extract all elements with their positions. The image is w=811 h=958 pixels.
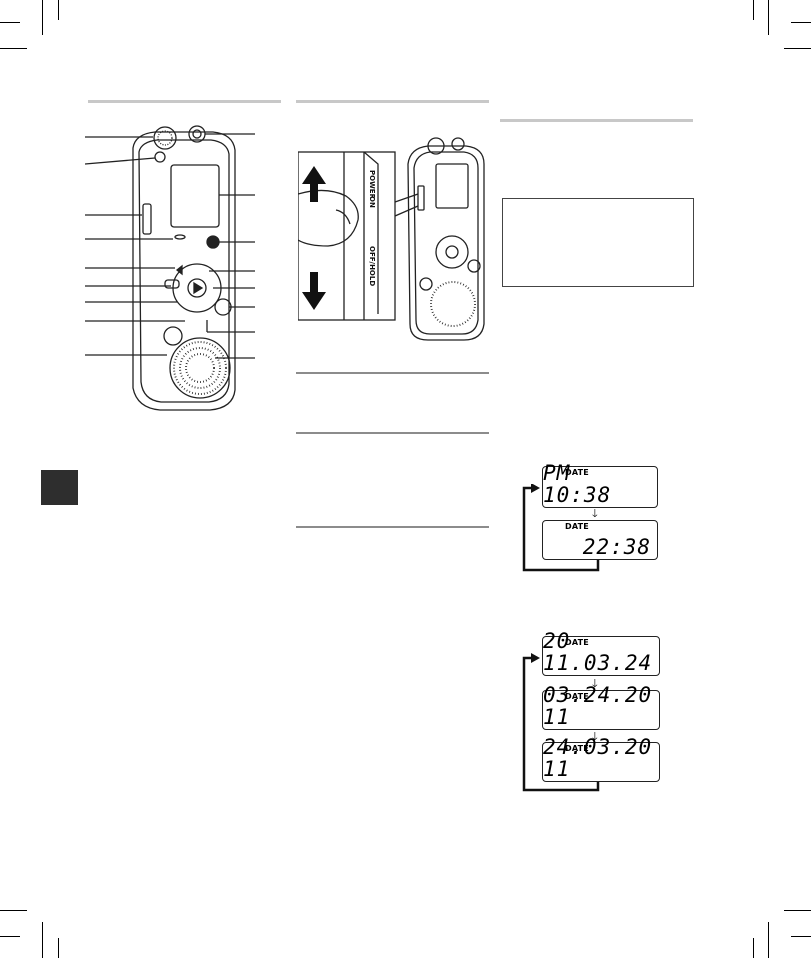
slider-off-hold-label: OFF/HOLD [368, 246, 376, 286]
divider-3 [296, 526, 489, 528]
clock-lcd-12h-value: PM 10:38 [543, 461, 612, 507]
clock-lcd-12h: DATE PM 10:38 [542, 462, 658, 508]
clock-cycle-arrow [522, 484, 600, 572]
date-lcd-dmy-label: DATE [565, 744, 589, 753]
date-lcd-mdy-value: 03.24.20 11 [543, 683, 653, 729]
clock-lcd-12h-label: DATE [565, 468, 589, 477]
date-lcd-ymd: DATE 20 11.03.24 [542, 630, 660, 676]
date-down-arrow-2: 🡓 [592, 730, 598, 743]
date-lcd-mdy-label: DATE [565, 692, 589, 701]
clock-lcd-24h-label: DATE [565, 522, 589, 531]
date-down-arrow-1: 🡓 [592, 677, 598, 690]
slider-power-label: POWER [368, 170, 376, 200]
section-rule-power [296, 100, 489, 103]
date-lcd-dmy: DATE 24.03.20 11 [542, 736, 660, 782]
divider-1 [296, 372, 489, 374]
clock-lcd-24h-value: 22:38 [582, 535, 651, 559]
chapter-tab [41, 470, 78, 505]
date-cycle-arrow [522, 653, 600, 792]
power-switch-illustration: POWER ON OFF/HOLD [298, 137, 485, 341]
date-lcd-mdy: DATE 03.24.20 11 [542, 684, 660, 730]
date-lcd-dmy-value: 24.03.20 11 [543, 735, 653, 781]
clock-lcd-24h: DATE 22:38 [542, 520, 658, 560]
section-rule-parts [88, 100, 281, 103]
date-lcd-ymd-value: 20 11.03.24 [543, 629, 653, 675]
clock-down-arrow: 🡓 [592, 507, 598, 520]
section-rule-settings [500, 119, 693, 122]
recorder-parts-illustration [85, 125, 255, 411]
note-box [502, 198, 694, 287]
date-lcd-ymd-label: DATE [565, 638, 589, 647]
slider-on-label: ON [368, 196, 376, 208]
divider-2 [296, 432, 489, 434]
